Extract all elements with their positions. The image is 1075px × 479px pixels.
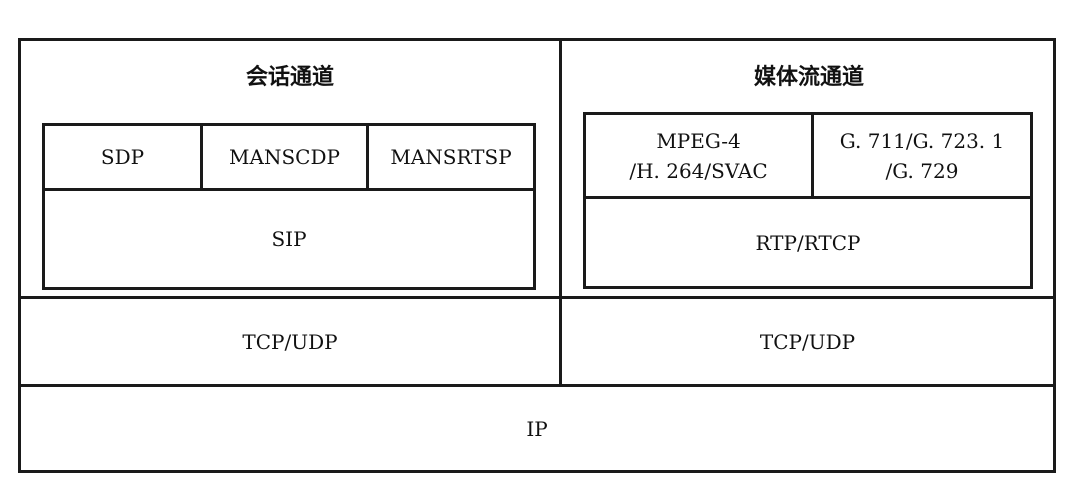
row-divider-ip: [18, 384, 1056, 387]
sip-label: SIP: [271, 227, 307, 251]
row-divider-transport: [18, 296, 1056, 299]
session-protocol-row-divider: [42, 188, 536, 191]
session-protocol-box: [42, 123, 536, 290]
session-channel-title: 会话通道: [245, 64, 334, 90]
media-channel-title: 媒体流通道: [753, 64, 864, 90]
manscdp-label: MANSCDP: [229, 145, 340, 169]
session-protocol-col-divider-1: [200, 123, 203, 190]
sdp-label: SDP: [100, 145, 145, 169]
ip-label: IP: [526, 416, 548, 441]
media-protocol-row-divider: [583, 196, 1033, 199]
media-protocol-box: [583, 112, 1033, 289]
rtp-rtcp-label: RTP/RTCP: [755, 230, 861, 255]
session-protocol-col-divider-2: [366, 123, 369, 190]
video-codec-label: MPEG-4 /H. 264/SVAC: [629, 128, 768, 183]
audio-codec-label: G. 711/G. 723. 1 /G. 729: [839, 128, 1005, 183]
channel-divider: [559, 38, 562, 387]
media-transport-label: TCP/UDP: [759, 329, 856, 354]
media-protocol-col-divider: [811, 112, 814, 198]
session-transport-label: TCP/UDP: [242, 329, 338, 354]
mansrtsp-label: MANSRTSP: [390, 145, 512, 169]
